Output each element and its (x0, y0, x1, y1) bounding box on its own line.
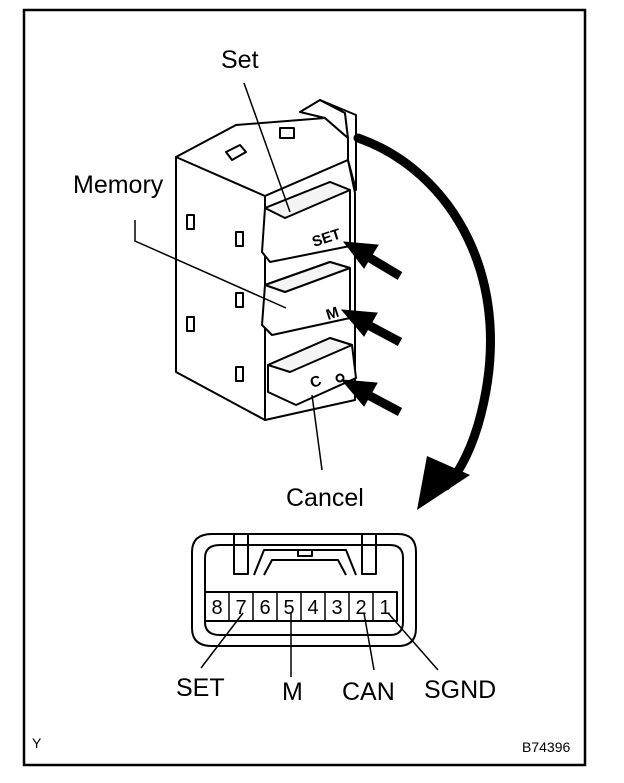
switch-assembly (175, 99, 357, 421)
set-terminal-label: SET (176, 674, 225, 702)
terminal-leader-lines (200, 612, 439, 677)
housing-slot (279, 127, 295, 139)
pin-3: 3 (331, 597, 342, 619)
memory-button-face: M (324, 304, 341, 324)
figure-code: B74396 (522, 739, 570, 755)
set-button: SET (261, 181, 351, 263)
ground-terminal-leader (387, 612, 439, 671)
connector-pin-dividers (228, 592, 374, 621)
press-arrow-memory (340, 309, 403, 346)
set-leader (243, 82, 291, 213)
housing-slot (186, 316, 195, 332)
press-arrow-cancel (340, 379, 403, 416)
pin-6: 6 (259, 597, 270, 619)
pin-2: 2 (355, 597, 366, 619)
pin-1: 1 (379, 597, 390, 619)
memory-terminal-label: M (282, 678, 303, 706)
press-arrow-set (342, 241, 403, 280)
connector-outer (191, 533, 417, 647)
orientation-arrow-head (417, 456, 470, 510)
housing-slot (235, 366, 244, 382)
pin-5: 5 (283, 597, 294, 619)
housing-tab-side (319, 99, 357, 191)
housing-slot (235, 292, 244, 308)
memory-label: Memory (73, 171, 164, 199)
pin-4: 4 (307, 597, 318, 619)
press-arrows (340, 241, 403, 416)
ground-terminal-label: SGND (424, 676, 496, 704)
set-terminal-leader (200, 612, 244, 669)
connector-left-latch (233, 533, 249, 575)
housing-slot (186, 214, 195, 230)
connector (191, 533, 417, 647)
orientation-arrow (353, 133, 495, 510)
connector-pin-numbers: 8 7 6 5 4 3 2 1 (211, 597, 390, 619)
memory-leader (134, 220, 287, 309)
cancel-button-face: C (308, 372, 324, 392)
cancel-leader (311, 394, 323, 471)
switch-leader-lines (134, 82, 323, 471)
connector-inner (204, 544, 404, 636)
housing-slot (235, 231, 244, 247)
connector-lock (253, 549, 357, 576)
housing-left-face (175, 156, 266, 421)
memory-button: M (261, 261, 351, 336)
connector-lock-tab (297, 549, 313, 557)
connector-right-latch (361, 533, 377, 575)
cancel-terminal-leader (363, 612, 375, 671)
connector-lock-inner (263, 559, 347, 576)
housing-nub (225, 144, 247, 161)
cancel-button: C (267, 337, 357, 406)
corner-mark: Y (32, 735, 42, 751)
set-label: Set (221, 46, 259, 74)
figure-frame (22, 8, 587, 767)
pin-8: 8 (211, 597, 222, 619)
cancel-terminal-label: CAN (342, 678, 395, 706)
cancel-label: Cancel (286, 484, 364, 512)
pin-7: 7 (235, 597, 246, 619)
